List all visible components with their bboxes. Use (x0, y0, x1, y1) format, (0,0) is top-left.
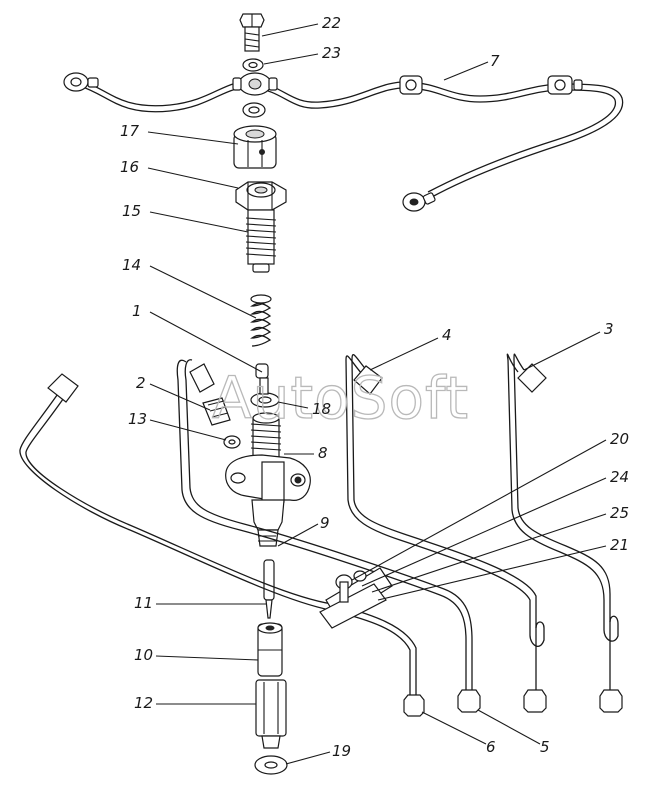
callout-23: 23 (322, 44, 341, 62)
callout-20: 20 (610, 430, 629, 448)
banjo-bolt (239, 13, 265, 52)
callout-3: 3 (604, 320, 614, 338)
nozzle-atomizer (257, 622, 283, 677)
union-nut (233, 125, 277, 169)
callout-2: 2 (136, 374, 146, 392)
callout-24: 24 (610, 468, 629, 486)
leader-lines (147, 23, 607, 765)
callout-7: 7 (490, 52, 500, 70)
injector-body (225, 412, 311, 547)
watermark: AutoSoft (212, 364, 469, 432)
sealing-washer-lower (242, 102, 266, 118)
high-pressure-lines (19, 353, 623, 717)
pipe-clamp (319, 567, 393, 629)
drain-line-assembly (63, 72, 624, 212)
callout-13: 13 (128, 410, 147, 428)
callout-6: 6 (486, 738, 496, 756)
callout-18: 18 (312, 400, 331, 418)
callout-11: 11 (134, 594, 153, 612)
callout-4: 4 (442, 326, 452, 344)
callout-22: 22 (322, 14, 341, 32)
callout-17: 17 (120, 122, 140, 140)
callout-labels: 22 23 7 17 16 15 14 1 18 2 13 8 4 3 20 2… (120, 14, 629, 760)
spring-rod-and-shim (250, 363, 280, 408)
callout-14: 14 (122, 256, 141, 274)
sealing-washer-upper (242, 58, 264, 72)
nozzle-spring (250, 294, 272, 347)
callout-25: 25 (610, 504, 629, 522)
nozzle-cap-nut (255, 679, 287, 749)
callout-10: 10 (134, 646, 153, 664)
callout-15: 15 (122, 202, 141, 220)
callout-19: 19 (332, 742, 351, 760)
pressure-fitting (235, 181, 287, 273)
callout-5: 5 (540, 738, 550, 756)
callout-1: 1 (132, 302, 142, 320)
callout-16: 16 (120, 158, 139, 176)
callout-8: 8 (318, 444, 328, 462)
copper-washer (254, 755, 288, 775)
callout-9: 9 (320, 514, 330, 532)
inlet-fitting (202, 397, 241, 449)
callout-21: 21 (610, 536, 629, 554)
callout-12: 12 (134, 694, 153, 712)
